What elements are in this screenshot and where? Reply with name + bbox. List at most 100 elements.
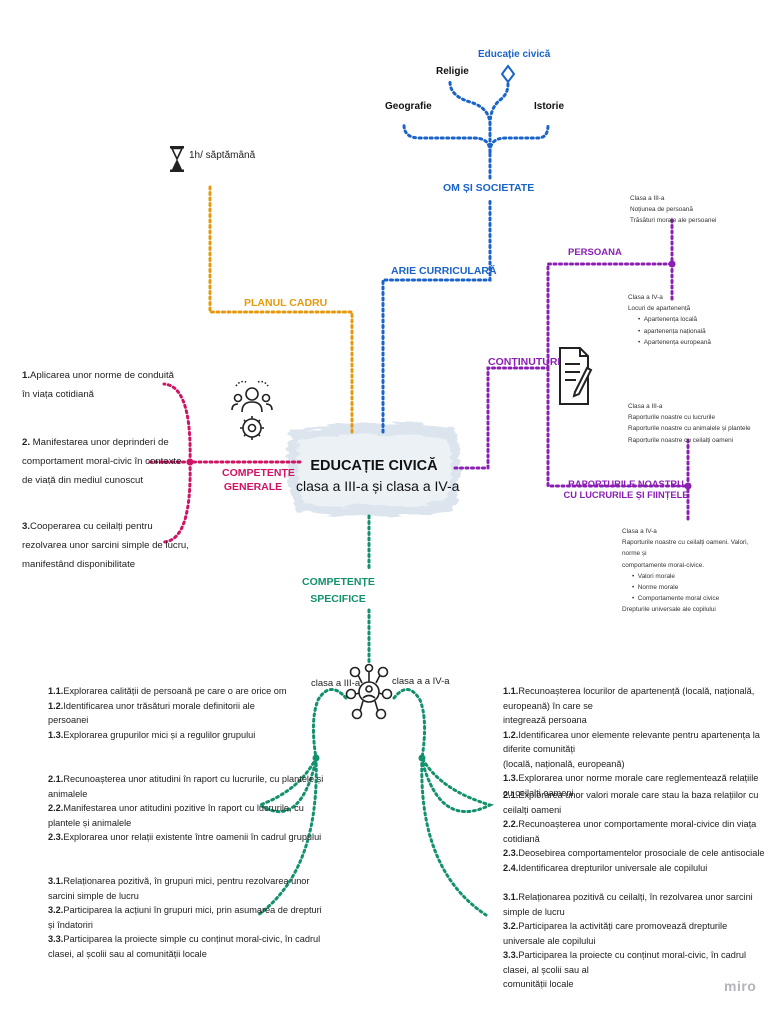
continut-block-persoana-4: Clasa a IV-a Locuri de apartenență • Apa… xyxy=(628,292,711,348)
subject-istorie: Istorie xyxy=(534,101,565,112)
specific-competence-line: animalele xyxy=(48,787,323,802)
content-line: comportamente moral-civice. xyxy=(622,561,705,569)
continut-block-raporturi-4: Clasa a IV-a Raporturile noastre cu ceil… xyxy=(622,526,768,616)
subject-geografie: Geografie xyxy=(385,101,432,112)
content-line: Raporturile noastre cu animalele și plan… xyxy=(628,425,751,433)
specific-competence-number: 3.2. xyxy=(503,921,519,931)
raporturile-label-line2: CU LUCRURILE ȘI FIINȚELE xyxy=(563,490,689,500)
specific-competence-text: integrează persoana xyxy=(503,715,587,725)
subject-educatie-civica: Educație civică xyxy=(478,49,551,60)
content-bullet-text: apartenența națională xyxy=(643,327,706,335)
specific-competence-text: Recunoașterea unor atitudini în raport c… xyxy=(63,774,324,784)
green-connectors xyxy=(256,514,495,917)
specific-competence-number: 2.1. xyxy=(48,774,64,784)
content-bullet-text: Apartenența locală xyxy=(643,316,698,324)
om-si-societate-label: OM ȘI SOCIETATE xyxy=(443,182,535,194)
specific-competence-line: sarcini simple de lucru xyxy=(48,889,322,904)
continut-block-persoana-3: Clasa a III-a Noțiunea de persoană Trăsă… xyxy=(630,193,716,227)
specific-competence-text: Explorarea unor norme morale care reglem… xyxy=(503,773,759,798)
specific-competence-text: plantele și animalele xyxy=(48,817,132,828)
specific-competence-line: 3.2.Participarea la activități care prom… xyxy=(503,919,768,948)
content-line: Drepturile universale ale copilului xyxy=(622,606,716,614)
raporturile-label: RAPORTURILE NOASTRU CU LUCRURILE ȘI FIIN… xyxy=(556,479,696,501)
cg1-text: Aplicarea unor norme de conduită xyxy=(30,370,175,381)
pink-connectors xyxy=(148,382,302,544)
competenta-generala-2: 2. Manifestarea unor deprinderi de compo… xyxy=(22,433,181,490)
cg2-num: 2. xyxy=(22,437,31,448)
specific-competence-text: Explorarea unor valori morale care stau … xyxy=(503,790,759,815)
specific-competence-line: 1.2.Identificarea unor trăsături morale … xyxy=(48,699,287,714)
specific-competence-line: persoanei xyxy=(48,713,287,728)
team-gear-icon xyxy=(231,380,273,440)
central-title: EDUCAȚIE CIVICĂ xyxy=(310,458,438,474)
specific-competence-text: Explorarea calității de persoană pe care… xyxy=(63,686,287,696)
specific-competence-line: 2.3.Explorarea unor relații existente în… xyxy=(48,830,323,845)
generale-label-line2: GENERALE xyxy=(223,481,283,493)
content-bullet: • Comportamente moral civice xyxy=(632,595,720,603)
specific-competence-number: 3.2. xyxy=(48,905,64,915)
specific-competence-text: Participarea la proiecte cu conținut mor… xyxy=(503,950,747,975)
specific-competence-line: 1.3.Explorarea grupurilor mici și a regu… xyxy=(48,728,287,743)
clasa-3-label: clasa a III-a xyxy=(311,678,361,689)
competenta-generala-1: 1.Aplicarea unor norme de conduită în vi… xyxy=(22,366,174,404)
specific-competence-number: 2.1. xyxy=(503,790,519,800)
specifice-right-group-1: 1.1.Recunoașterea locurilor de apartenen… xyxy=(503,684,768,800)
content-bullet-text: Norme morale xyxy=(637,584,679,592)
specific-competence-text: Explorarea grupurilor mici și a regulilo… xyxy=(63,729,256,740)
document-pencil-icon xyxy=(559,347,593,405)
clasa3-node xyxy=(312,754,320,762)
specific-competence-line: 2.2.Manifestarea unor atitudini pozitive… xyxy=(48,801,323,816)
specific-competence-line: 3.3.Participarea la proiecte cu conținut… xyxy=(503,948,768,977)
cg3-line2: rezolvarea unor sarcini simple de lucru, xyxy=(22,540,189,551)
specifice-label-line1: COMPETENȚE xyxy=(302,576,375,588)
competenta-generala-3: 3.Cooperarea cu ceilalți pentru rezolvar… xyxy=(22,517,189,574)
specific-competence-text: Participarea la acțiuni în grupuri mici,… xyxy=(63,905,322,915)
planul-cadru-label: PLANUL CADRU xyxy=(244,297,328,309)
specific-competence-line: 1.1.Explorarea calității de persoană pe … xyxy=(48,684,287,699)
continut-block-raporturi-3: Clasa a III-a Raporturile noastre cu luc… xyxy=(628,401,751,446)
content-line: Raporturile noastre cu ceilalți oameni xyxy=(628,436,734,444)
specific-competence-line: 3.1.Relaționarea pozitivă, în grupuri mi… xyxy=(48,874,322,889)
specific-competence-number: 1.2. xyxy=(48,700,64,711)
specifice-right-group-3: 3.1.Relaționarea pozitivă cu ceilalți, î… xyxy=(503,890,768,992)
specific-competence-text: Identificarea unor elemente relevante pe… xyxy=(503,729,760,755)
raporturile-label-line1: RAPORTURILE NOASTRU xyxy=(568,479,684,489)
continuturi-label: CONȚINUTURI xyxy=(488,356,561,368)
specific-competence-number: 1.2. xyxy=(503,729,519,740)
content-line: Noțiunea de persoană xyxy=(630,206,693,214)
content-line: Clasa a III-a xyxy=(630,195,665,202)
specific-competence-line: 2.1.Recunoașterea unor atitudini în rapo… xyxy=(48,772,323,787)
specific-competence-line: 2.1.Explorarea unor valori morale care s… xyxy=(503,788,768,817)
specific-competence-text: (locală, națională, europeană) xyxy=(503,758,625,769)
content-bullet: • Norme morale xyxy=(632,584,679,592)
cg1-line2: în viața cotidiană xyxy=(22,389,94,400)
specific-competence-number: 1.3. xyxy=(48,729,64,740)
specific-competence-line: 2.4.Identificarea drepturilor universale… xyxy=(503,861,768,876)
specific-competence-text: Manifestarea unor atitudini pozitive în … xyxy=(63,803,304,813)
specific-competence-number: 1.1. xyxy=(48,686,64,696)
specific-competence-number: 3.3. xyxy=(48,934,64,944)
content-line: Raporturile noastre cu ceilalți oameni. … xyxy=(622,539,749,558)
specific-competence-line: 3.2.Participarea la acțiuni în grupuri m… xyxy=(48,903,322,918)
content-bullet-text: Apartenența europeană xyxy=(643,338,711,346)
content-line: Trăsături morale ale persoanei xyxy=(630,217,717,225)
specific-competence-line: 2.3.Deosebirea comportamentelor prosocia… xyxy=(503,846,768,861)
orange-connectors xyxy=(208,184,354,434)
cg2-line1: 2. Manifestarea unor deprinderi de xyxy=(22,433,181,452)
specific-competence-number: 2.4. xyxy=(503,862,519,873)
specific-competence-line: plantele și animalele xyxy=(48,816,323,831)
clasa4-node xyxy=(418,754,426,762)
specific-competence-line: comunității locale xyxy=(503,977,768,992)
specific-competence-text: Deosebirea comportamentelor prosociale d… xyxy=(518,848,765,858)
content-bullet-text: Comportamente moral civice xyxy=(637,595,720,603)
specifice-label-line2: SPECIFICE xyxy=(310,593,366,605)
specific-competence-number: 2.2. xyxy=(503,819,519,829)
content-bullet: • apartenența națională xyxy=(638,327,706,335)
specific-competence-text: Recunoașterea unor comportamente moral-c… xyxy=(503,819,757,844)
generale-label-line1: COMPETENȚE xyxy=(222,467,295,479)
specific-competence-number: 1.3. xyxy=(503,773,519,783)
specific-competence-text: Recunoașterea locurilor de apartenență (… xyxy=(503,686,755,711)
cg3-num: 3. xyxy=(22,521,31,532)
content-line: Clasa a III-a xyxy=(628,403,663,410)
specific-competence-text: Identificarea drepturilor universale ale… xyxy=(518,862,708,873)
